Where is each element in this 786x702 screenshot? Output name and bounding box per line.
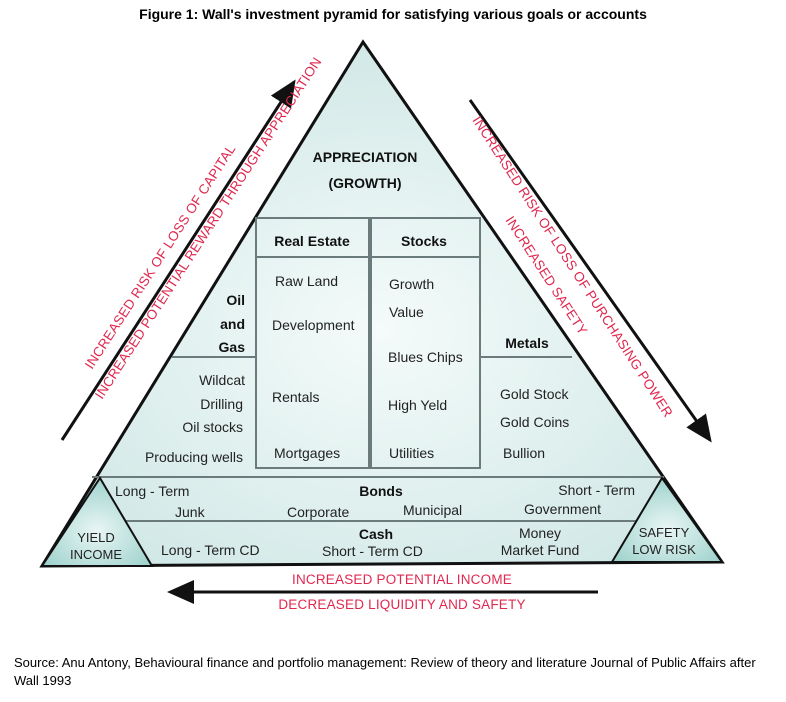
bonds-header: Bonds [359,483,403,499]
bottom-top-label: INCREASED POTENTIAL INCOME [292,572,512,587]
apex-label-1: APPRECIATION [313,149,418,165]
real-estate-box [255,217,370,469]
real-estate-item: Rentals [272,389,319,405]
pyramid-outline [39,39,725,568]
apex-label-2: (GROWTH) [328,175,401,191]
oil-gas-header: Oil [226,292,245,308]
metals-item: Gold Coins [500,414,569,430]
cash-header: Cash [359,526,393,542]
bonds-long-term: Long - Term [115,483,189,499]
bonds-item: Government [524,501,601,517]
oil-gas-item: Producing wells [145,449,243,465]
low-risk-label: LOW RISK [632,542,696,557]
metals-item: Bullion [503,445,545,461]
figure-title: Figure 1: Wall's investment pyramid for … [139,6,647,22]
left-up-arrow [60,79,296,441]
metals-item: Gold Stock [500,386,569,402]
bonds-short-term: Short - Term [558,482,635,498]
stocks-item: Utilities [389,445,434,461]
cash-item: Money [519,525,561,541]
oil-gas-header: Gas [219,339,246,355]
safety-label: SAFETY [639,525,690,540]
metals-header: Metals [505,335,549,351]
bonds-item: Corporate [287,504,349,520]
oil-gas-header: and [220,316,245,332]
oil-gas-item: Drilling [200,396,243,412]
stocks-item: Growth [389,276,434,292]
oil-gas-item: Wildcat [199,372,245,388]
bottom-bottom-label: DECREASED LIQUIDITY AND SAFETY [278,597,525,612]
stocks-header: Stocks [401,233,447,249]
right-down-arrow [468,99,712,443]
real-estate-item: Raw Land [275,273,338,289]
income-label: INCOME [70,547,122,562]
real-estate-item: Development [272,317,355,333]
cash-item: Market Fund [501,542,580,558]
stocks-item: Value [389,304,424,320]
real-estate-header: Real Estate [274,233,350,249]
yield-label: YIELD [77,530,115,545]
bonds-item: Junk [175,504,206,520]
bonds-item: Municipal [403,502,462,518]
cash-item: Short - Term CD [322,543,423,559]
yield-income-triangle [40,476,154,567]
stocks-box [370,217,481,469]
oil-gas-item: Oil stocks [182,419,243,435]
cash-item: Long - Term CD [161,542,260,558]
source-caption: Source: Anu Antony, Behavioural finance … [14,655,756,688]
stocks-item: Blues Chips [388,349,463,365]
real-estate-item: Mortgages [274,445,340,461]
safety-triangle [610,476,724,563]
stocks-item: High Yeld [388,397,447,413]
